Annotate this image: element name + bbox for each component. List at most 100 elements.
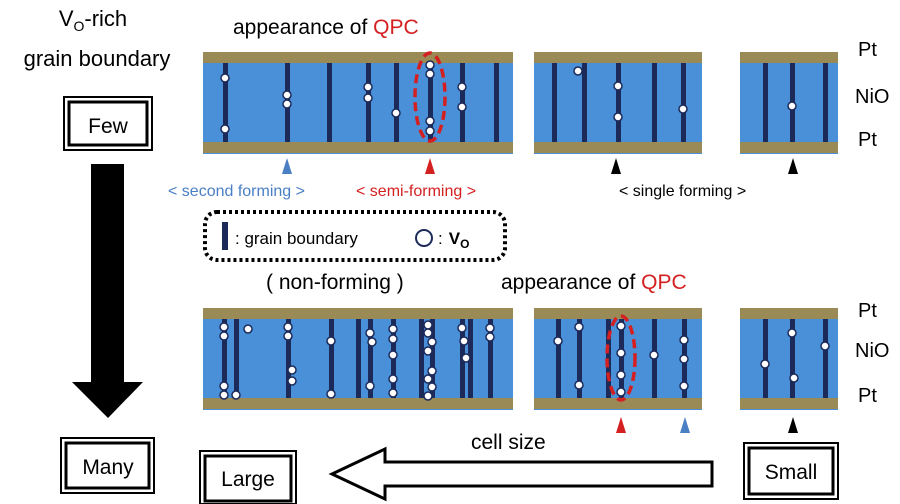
vacancy <box>457 323 467 333</box>
vacancy <box>283 331 293 341</box>
vacancy <box>231 390 241 400</box>
vacancy <box>423 328 433 338</box>
vacancy <box>427 382 437 392</box>
few-box: Few <box>63 96 153 151</box>
pt-top-layer <box>740 52 838 63</box>
grain-boundary <box>222 319 227 398</box>
grain-boundary <box>577 319 582 398</box>
pt-bottom-layer <box>534 142 702 153</box>
vacancy <box>553 336 563 346</box>
vacancy <box>388 374 398 384</box>
increase-arrow <box>72 164 143 418</box>
second-forming-label: < second forming > <box>168 183 305 200</box>
qpc-highlight <box>605 314 637 402</box>
grain-boundary <box>329 319 334 398</box>
vacancy <box>457 102 467 112</box>
marker-triangle-black <box>611 158 621 174</box>
grain-boundary <box>619 319 624 398</box>
many-box: Many <box>60 437 155 494</box>
cell-bottom-large <box>203 308 513 410</box>
pt-label-top: Pt <box>858 39 877 61</box>
small-box: Small <box>743 442 839 500</box>
vacancy <box>287 376 297 386</box>
vacancy <box>367 337 377 347</box>
vacancy <box>423 374 433 384</box>
semi-forming-label: < semi-forming > <box>356 183 476 200</box>
vacancy <box>388 334 398 344</box>
vacancy <box>365 328 375 338</box>
cell-size-arrow <box>328 446 714 502</box>
marker-triangle-red <box>425 158 435 174</box>
vacancy <box>326 389 336 399</box>
vacancy <box>616 348 626 358</box>
grain-boundary <box>223 63 228 142</box>
vacancy <box>388 350 398 360</box>
vacancy <box>423 320 433 330</box>
vacancy <box>423 391 433 401</box>
single-forming-label: < single forming > <box>619 183 746 200</box>
grain-boundary <box>494 63 499 142</box>
vacancy <box>363 82 373 92</box>
vacancy <box>457 82 467 92</box>
nio-layer <box>203 52 513 154</box>
legend: : grain boundary :VO <box>203 210 507 262</box>
grain-boundary <box>394 63 399 142</box>
vacancy <box>789 373 799 383</box>
grain-boundary <box>823 319 828 398</box>
vacancy <box>425 60 435 70</box>
grain-boundary <box>428 63 433 142</box>
cell-bottom-medium <box>534 308 702 410</box>
vacancy <box>613 81 623 91</box>
grain-boundary-title: grain boundary <box>24 46 171 71</box>
marker-triangle-blue <box>680 417 690 433</box>
vacancy <box>243 324 253 334</box>
vacancy <box>283 322 293 332</box>
grain-boundary <box>327 63 332 142</box>
vacancy <box>613 112 623 122</box>
marker-triangle-black <box>788 158 798 174</box>
grain-boundary <box>763 63 768 142</box>
small-label: Small <box>765 461 818 484</box>
pt-top-layer <box>203 308 513 319</box>
vacancy <box>787 101 797 111</box>
vacancy <box>820 341 830 351</box>
pt-label-top-bottom: Pt <box>858 129 877 151</box>
grain-boundary <box>286 319 291 398</box>
many-label: Many <box>82 456 134 479</box>
vacancy <box>220 124 230 134</box>
few-label: Few <box>88 115 129 138</box>
large-label: Large <box>221 468 275 491</box>
vacancy <box>287 365 297 375</box>
grain-boundary <box>790 319 795 398</box>
vacancy <box>219 322 229 332</box>
vacancy <box>760 359 770 369</box>
vacancy <box>679 354 689 364</box>
vacancy <box>365 381 375 391</box>
vacancy <box>616 387 626 397</box>
grain-boundary <box>234 319 239 398</box>
grain-boundary <box>356 319 361 398</box>
vacancy <box>219 390 229 400</box>
cell-bottom-small <box>740 308 838 410</box>
pt-label-bottom: Pt <box>858 300 877 322</box>
legend-border <box>203 210 507 262</box>
appearance-qpc-bottom: appearance of QPC <box>501 271 687 294</box>
pt-top-layer <box>203 52 513 63</box>
pt-bottom-layer <box>740 398 838 409</box>
vacancy <box>219 331 229 341</box>
vacancy <box>388 388 398 398</box>
nio-label-bottom: NiO <box>855 340 889 362</box>
vacancy <box>574 322 584 332</box>
vacancy <box>427 366 437 376</box>
vacancy <box>326 336 336 346</box>
marker-triangle-black <box>788 417 798 433</box>
vacancy <box>616 321 626 331</box>
large-box: Large <box>199 450 297 504</box>
grain-boundary <box>488 319 493 398</box>
grain-boundary <box>552 63 557 142</box>
pt-bottom-layer <box>740 142 838 153</box>
vacancy <box>427 337 437 347</box>
cell-top-small <box>740 52 838 154</box>
pt-bottom-layer <box>534 398 702 409</box>
